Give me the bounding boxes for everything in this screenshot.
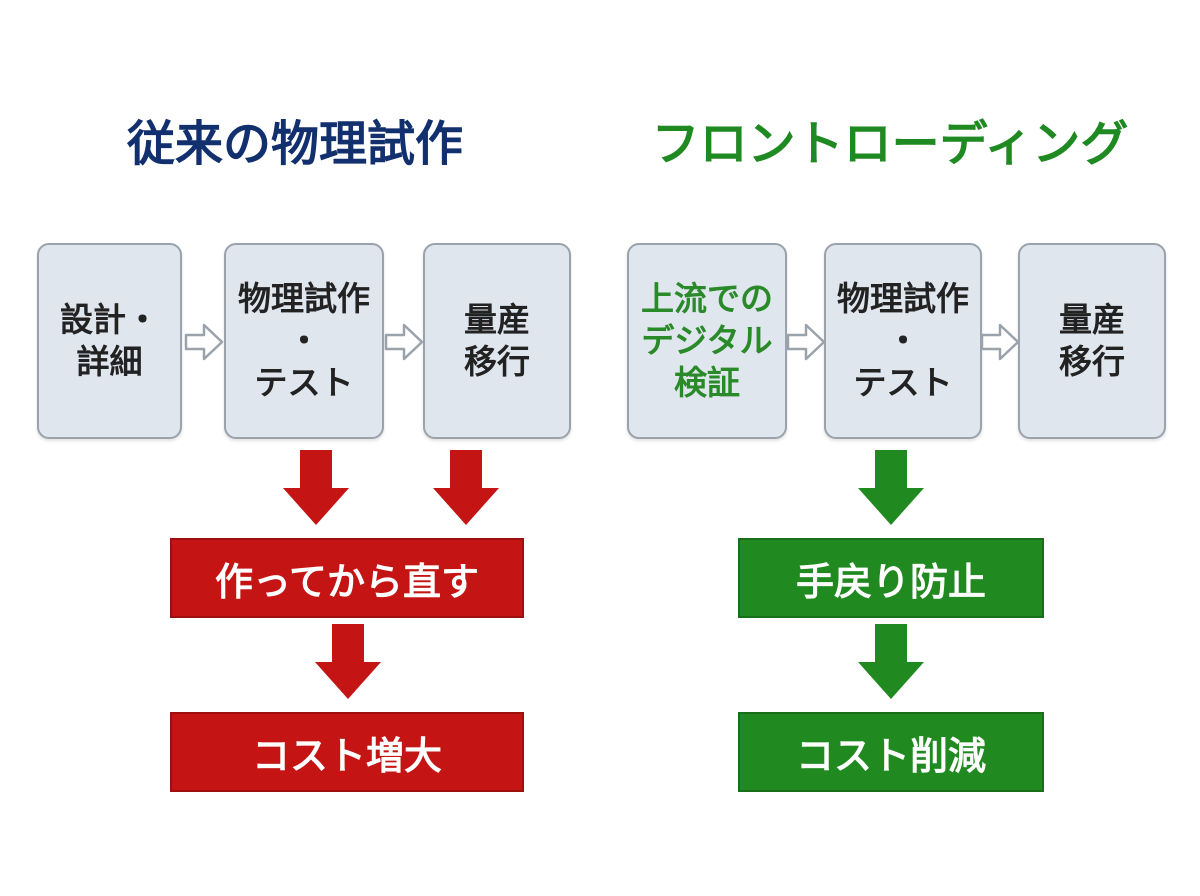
right-step-digital-verification: 上流での デジタル 検証 bbox=[627, 243, 787, 439]
left-step-production: 量産 移行 bbox=[423, 243, 571, 439]
left-connector-arrow-1 bbox=[184, 323, 224, 361]
right-down-arrow-prototype bbox=[858, 450, 924, 525]
right-step-prototype: 物理試作 ・ テスト bbox=[824, 243, 982, 439]
right-heading: フロントローディング bbox=[651, 116, 1129, 172]
right-connector-arrow-2 bbox=[980, 323, 1020, 361]
left-result-cost-increase: コスト増大 bbox=[170, 712, 524, 792]
left-heading: 従来の物理試作 bbox=[126, 116, 463, 172]
left-result-rework: 作ってから直す bbox=[170, 538, 524, 618]
right-down-arrow-result bbox=[858, 624, 924, 699]
left-step-design: 設計・ 詳細 bbox=[37, 243, 182, 439]
left-step-prototype: 物理試作 ・ テスト bbox=[224, 243, 384, 439]
right-connector-arrow-1 bbox=[786, 323, 826, 361]
right-step-production: 量産 移行 bbox=[1018, 243, 1166, 439]
right-result-cost-reduction: コスト削減 bbox=[738, 712, 1044, 792]
left-connector-arrow-2 bbox=[384, 323, 424, 361]
right-result-prevent-rework: 手戻り防止 bbox=[738, 538, 1044, 618]
left-down-arrow-prototype bbox=[283, 450, 349, 525]
left-down-arrow-result bbox=[315, 624, 381, 699]
left-down-arrow-production bbox=[433, 450, 499, 525]
